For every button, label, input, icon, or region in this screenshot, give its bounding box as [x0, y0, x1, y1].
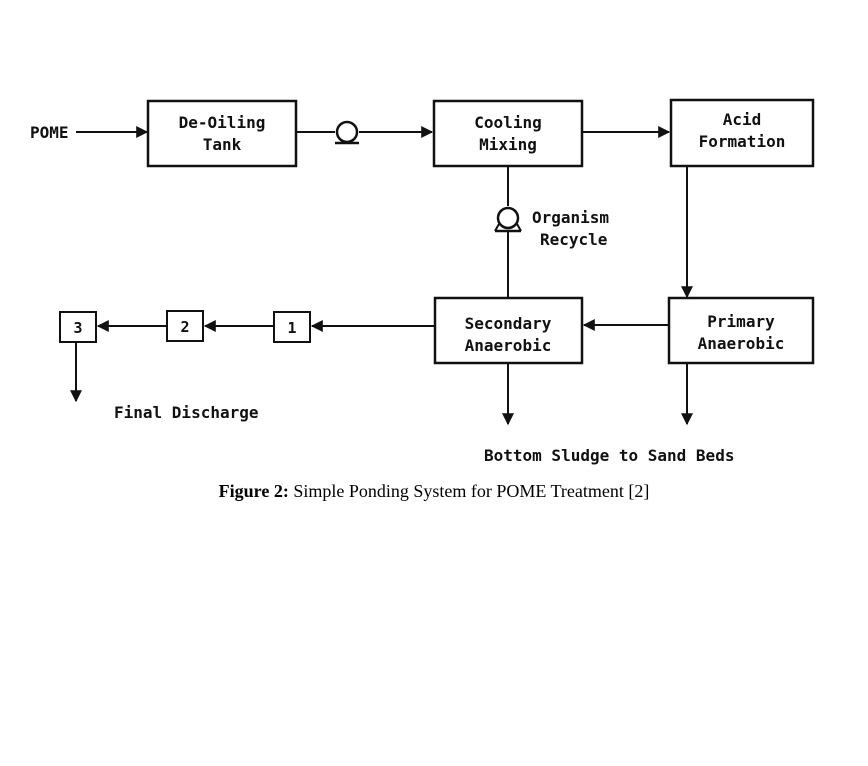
primary-anaerobic-box: Primary Anaerobic: [667, 296, 815, 365]
pond-2-box: 2: [166, 310, 204, 342]
cooling-line2: Mixing: [479, 135, 537, 154]
recycle-label-line2: Recycle: [540, 230, 607, 249]
pond-3-box: 3: [59, 311, 97, 343]
caption-text: Simple Ponding System for POME Treatment…: [293, 481, 650, 501]
acid-formation-box: Acid Formation: [669, 98, 815, 168]
pond-1-box: 1: [273, 311, 311, 343]
deoiling-line1: De-Oiling: [179, 113, 266, 132]
deoiling-tank-box: De-Oiling Tank: [146, 99, 298, 168]
caption-label: Figure 2:: [218, 481, 289, 501]
acid-line2: Formation: [699, 132, 786, 151]
recycle-pump-icon: [494, 206, 522, 233]
secondary-line2: Anaerobic: [465, 336, 552, 355]
primary-line2: Anaerobic: [698, 334, 785, 353]
pome-input-label: POME: [30, 123, 69, 142]
acid-line1: Acid: [723, 110, 762, 129]
pump-icon: [335, 120, 359, 145]
sludge-label: Bottom Sludge to Sand Beds: [484, 446, 734, 465]
secondary-line1: Secondary: [465, 314, 552, 333]
pond-3-label: 3: [73, 319, 82, 337]
pond-1-label: 1: [287, 319, 296, 337]
process-flow-diagram: POME De-Oiling Tank Cooling Mixing Acid …: [30, 98, 815, 465]
figure-caption: Figure 2: Simple Ponding System for POME…: [0, 481, 868, 502]
deoiling-line2: Tank: [203, 135, 242, 154]
recycle-label-line1: Organism: [532, 208, 609, 227]
cooling-line1: Cooling: [474, 113, 541, 132]
final-discharge-label: Final Discharge: [114, 403, 259, 422]
cooling-mixing-box: Cooling Mixing: [432, 99, 584, 168]
secondary-anaerobic-box: Secondary Anaerobic: [433, 296, 584, 365]
primary-line1: Primary: [707, 312, 775, 331]
pond-2-label: 2: [180, 318, 189, 336]
